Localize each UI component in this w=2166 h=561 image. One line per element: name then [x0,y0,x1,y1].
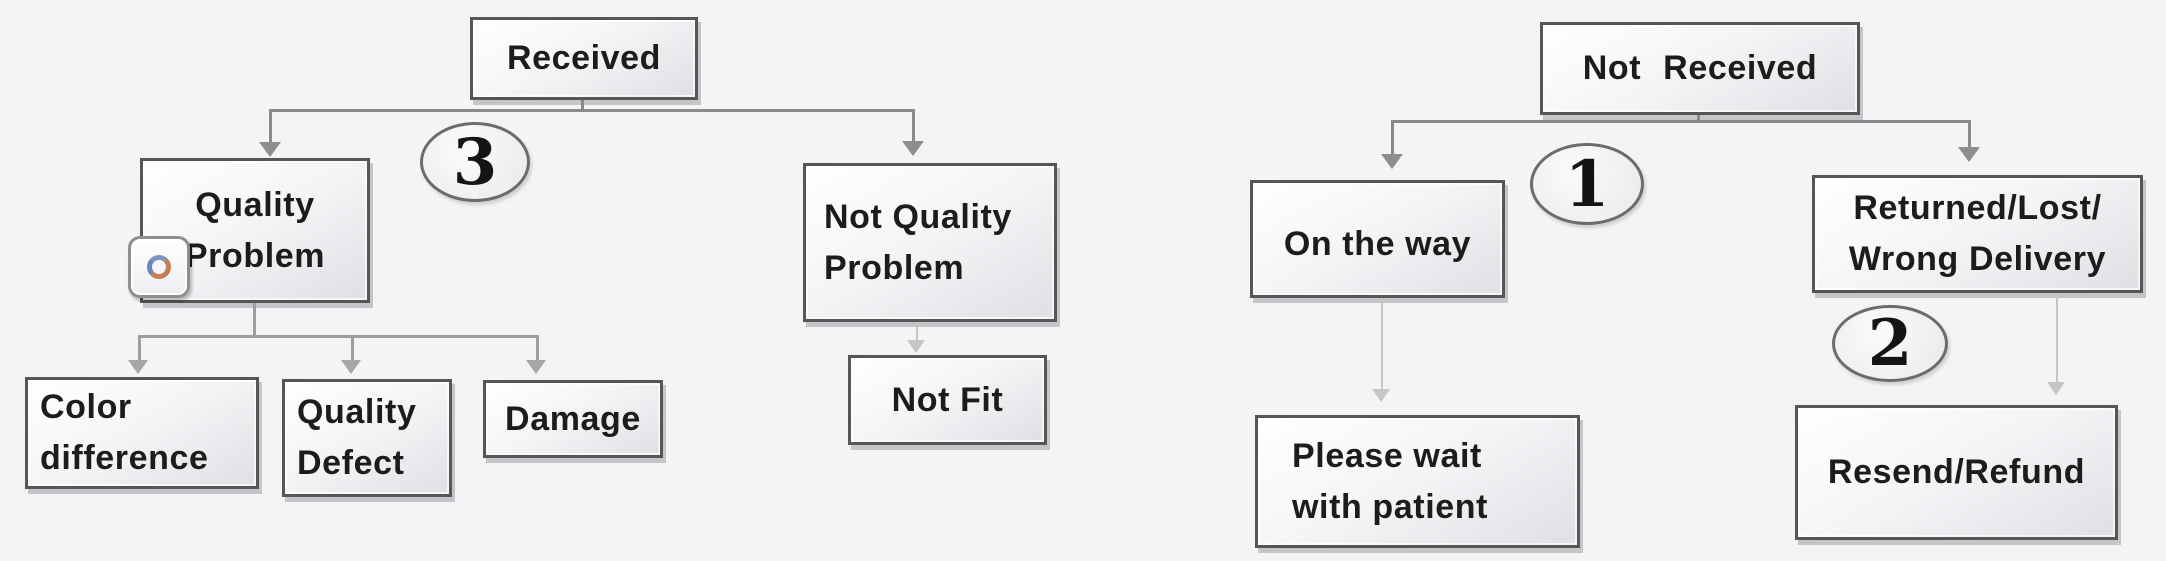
connector-to-damage [536,337,539,361]
arrow-down-icon [1372,389,1390,402]
connector-received-stub [581,100,584,111]
arrow-down-icon [1381,154,1403,169]
arrow-down-icon [1958,147,1980,162]
node-quality-defect: Quality Defect [282,379,452,497]
step-badge-2: 2 [1832,305,1948,382]
node-not-fit: Not Fit [848,355,1047,445]
step-badge-3: 3 [420,122,530,202]
node-color-difference: Color difference [25,377,259,489]
arrow-down-icon [2047,382,2065,395]
arrow-down-icon [128,360,148,374]
arrow-down-icon [341,360,361,374]
step-badge-1: 1 [1530,143,1644,225]
connector-quality-problem-riser [253,303,256,337]
connector-to-not-quality-problem [912,109,915,142]
ring-marker-icon[interactable] [128,236,190,298]
connector-received-branch [269,109,915,112]
node-resend-refund: Resend/Refund [1795,405,2118,540]
arrow-down-icon [902,141,924,156]
connector-to-returned-lost [1968,120,1971,148]
node-not-received: Not Received [1540,22,1860,115]
connector-to-not-fit [916,322,918,342]
ring-glyph [147,255,171,279]
arrow-down-icon [526,360,546,374]
connector-quality-sub-branch [138,335,539,338]
node-please-wait: Please wait with patient [1255,415,1580,548]
node-not-quality-problem: Not Quality Problem [803,163,1057,322]
connector-to-quality-defect [351,337,354,361]
arrow-down-icon [907,340,925,353]
connector-to-quality-problem [269,109,272,143]
node-on-the-way: On the way [1250,180,1505,298]
connector-to-resend-refund [2056,293,2058,383]
arrow-down-icon [259,142,281,157]
node-returned-lost-wrong-delivery: Returned/Lost/ Wrong Delivery [1812,175,2143,293]
connector-not-received-stub [1697,115,1700,122]
node-received: Received [470,17,698,100]
connector-to-please-wait [1381,298,1383,390]
connector-to-color-difference [138,337,141,361]
connector-to-on-the-way [1391,120,1394,155]
connector-not-received-branch [1391,120,1971,123]
node-damage: Damage [483,380,663,458]
